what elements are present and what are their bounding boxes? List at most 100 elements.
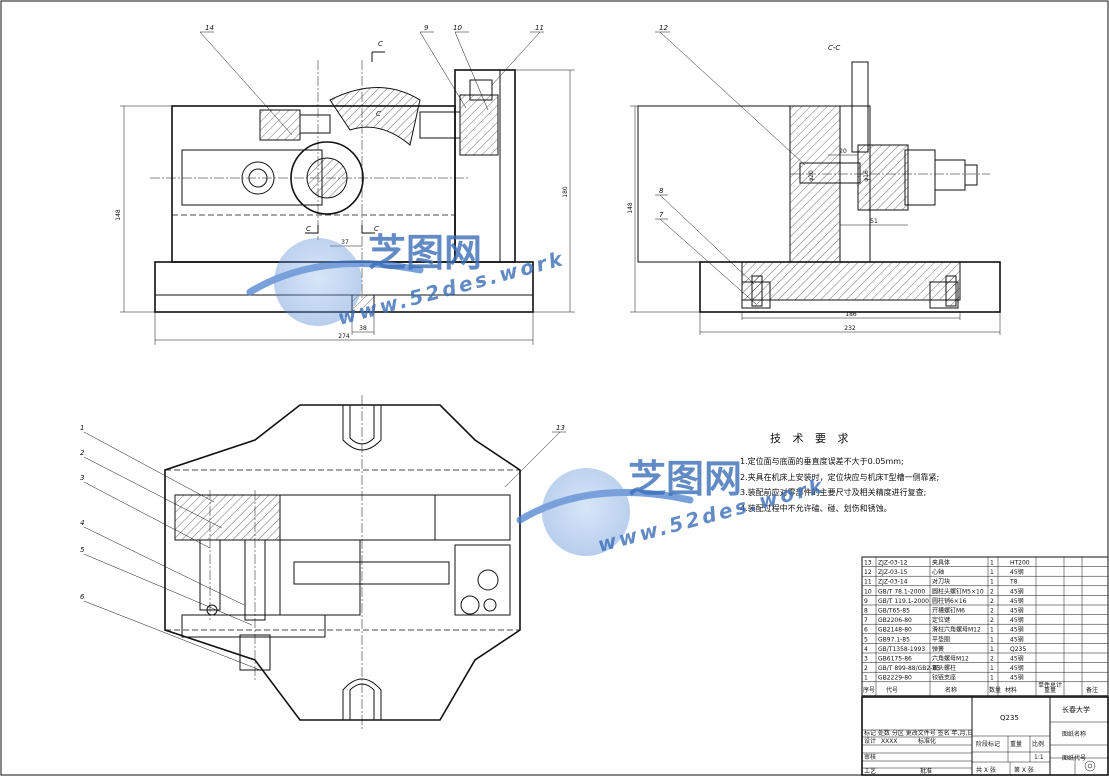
bom-header-weight: 重量 bbox=[1044, 686, 1056, 694]
bom-cell-no: 4 bbox=[864, 646, 868, 653]
bom-cell-no: 3 bbox=[864, 656, 868, 663]
bom-cell-qty: 1 bbox=[990, 627, 994, 634]
balloon-5: 5 bbox=[80, 546, 85, 554]
tb-design-name: XXXX bbox=[881, 738, 897, 745]
bom-header-no: 序号 bbox=[863, 686, 875, 694]
bom-cell-code: GB/T 119.1-2000 bbox=[878, 598, 929, 605]
tb-material: Q235 bbox=[1000, 714, 1019, 722]
bom-cell-code: GB97.1-85 bbox=[878, 636, 910, 643]
bom-cell-name: 夹具体 bbox=[932, 559, 950, 567]
balloon-14: 14 bbox=[205, 24, 214, 32]
bom-cell-no: 12 bbox=[864, 569, 872, 576]
dim-side-232: 232 bbox=[844, 325, 856, 332]
top-leaders bbox=[83, 431, 566, 671]
bom-header-remark: 备注 bbox=[1086, 686, 1098, 694]
watermark-brand-2: 芝图网 bbox=[628, 457, 742, 501]
watermark-globe-icon bbox=[246, 238, 424, 326]
bom-cell-qty: 2 bbox=[990, 617, 994, 624]
bom-cell-material: 45钢 bbox=[1010, 635, 1024, 643]
balloon-4: 4 bbox=[80, 519, 84, 527]
bom-cell-name: 圆柱头螺钉M5×10 bbox=[932, 587, 984, 595]
bom-cell-no: 8 bbox=[864, 608, 868, 615]
bom-cell-material: 45钢 bbox=[1010, 655, 1024, 663]
bom-cell-code: GB2148-80 bbox=[878, 627, 912, 634]
balloon-11: 11 bbox=[535, 24, 544, 32]
bom-cell-name: 平垫圈 bbox=[932, 635, 950, 643]
front-upright bbox=[454, 69, 516, 263]
tb-sheet-no: 第 X 张 bbox=[1014, 766, 1034, 774]
bom-cell-no: 11 bbox=[864, 579, 872, 586]
bom-cell-material: 45钢 bbox=[1010, 607, 1024, 615]
bom-cell-code: GB2229-80 bbox=[878, 675, 912, 682]
bom-cell-name: 滑柱六角螺母M12 bbox=[932, 626, 981, 634]
bom-cell-qty: 1 bbox=[990, 569, 994, 576]
top-upright-section bbox=[174, 494, 281, 541]
bom-cell-code: GB/T65-85 bbox=[878, 608, 910, 615]
tb-stage-mark: 阶段标记 bbox=[976, 740, 1000, 748]
front-leaders bbox=[199, 31, 544, 136]
watermark-brand: 芝图网 bbox=[368, 231, 482, 275]
bom-cell-no: 6 bbox=[864, 627, 868, 634]
bom-cell-code: GB/T 899-88/GB2-85 bbox=[878, 665, 940, 672]
bom-cell-code: GB/T 78.1-2000 bbox=[878, 588, 925, 595]
requirements-title: 技 术 要 求 bbox=[770, 432, 853, 445]
bom-cell-name: 弹簧 bbox=[932, 645, 944, 653]
dim-side-d20: φ20 bbox=[808, 170, 815, 182]
balloon-3: 3 bbox=[80, 474, 84, 482]
tb-scale: 比例 bbox=[1032, 740, 1044, 748]
bom-cell-qty: 2 bbox=[990, 598, 994, 605]
tb-design: 设计 bbox=[864, 737, 876, 745]
top-view bbox=[164, 395, 521, 730]
bom-cell-code: GB6175-86 bbox=[878, 656, 912, 663]
bom-cell-code: ZJZ-03-15 bbox=[878, 569, 908, 576]
bom-cell-name: 双头螺柱 bbox=[932, 664, 956, 672]
side-view bbox=[630, 61, 1001, 335]
bom-cell-material: HT200 bbox=[1010, 560, 1030, 567]
side-body-section bbox=[741, 105, 961, 301]
bom-header-total_weight: 总计 bbox=[1050, 681, 1062, 689]
bom-cell-name: 开槽螺钉M6 bbox=[932, 607, 965, 615]
bom-cell-material: 45钢 bbox=[1010, 568, 1024, 576]
balloon-13: 13 bbox=[556, 424, 565, 432]
section-cut-bottom-right: C bbox=[374, 225, 379, 233]
front-arm bbox=[181, 149, 323, 206]
bom-cell-qty: 1 bbox=[990, 675, 994, 682]
bom-cell-name: 定位键 bbox=[932, 616, 950, 624]
dim-side-d16: φ16 bbox=[863, 170, 870, 182]
bom-cell-no: 1 bbox=[864, 675, 868, 682]
dim-side-186: 186 bbox=[845, 311, 857, 318]
bom-cell-name: 对刀块 bbox=[932, 578, 950, 586]
bom-cell-qty: 2 bbox=[990, 608, 994, 615]
tb-drawing-name: 图纸名称 bbox=[1062, 730, 1086, 738]
dim-front-total-height: 180 bbox=[562, 186, 569, 198]
requirement-line-2: 2.夹具在机床上安装时，定位块应与机床T型槽一侧靠紧; bbox=[740, 472, 939, 482]
balloon-6: 6 bbox=[80, 593, 85, 601]
dim-front-38: 38 bbox=[359, 325, 367, 332]
balloon-8: 8 bbox=[659, 187, 664, 195]
projection-symbol-icon bbox=[1084, 760, 1096, 772]
bom-cell-no: 10 bbox=[864, 588, 872, 595]
bom-cell-material: 45钢 bbox=[1010, 626, 1024, 634]
tb-process: 工艺 bbox=[864, 767, 876, 775]
side-leaders bbox=[655, 31, 806, 305]
dim-front-height: 148 bbox=[115, 209, 122, 221]
bom-cell-name: 心轴 bbox=[932, 568, 944, 576]
bom-cell-code: GB/T1358-1993 bbox=[878, 646, 925, 653]
dim-side-51: 51 bbox=[870, 218, 878, 225]
bom-cell-qty: 1 bbox=[990, 665, 994, 672]
balloon-2: 2 bbox=[80, 449, 85, 457]
bom-cell-name: 六角螺母M12 bbox=[932, 655, 969, 663]
title-block bbox=[861, 696, 1109, 776]
bom-cell-qty: 2 bbox=[990, 656, 994, 663]
dim-front-width: 274 bbox=[338, 333, 350, 340]
bom-header-unit_weight: 单件 bbox=[1038, 681, 1050, 689]
section-label: C-C bbox=[828, 44, 840, 52]
bom-cell-code: ZJZ-03-12 bbox=[878, 560, 908, 567]
tb-scale-value: 1:1 bbox=[1034, 754, 1044, 761]
tb-weight: 重量 bbox=[1010, 740, 1022, 748]
bom-cell-qty: 1 bbox=[990, 579, 994, 586]
requirement-line-4: 4.装配过程中不允许磕、碰、划伤和锈蚀。 bbox=[740, 503, 892, 513]
bom-cell-code: ZJZ-03-14 bbox=[878, 579, 908, 586]
